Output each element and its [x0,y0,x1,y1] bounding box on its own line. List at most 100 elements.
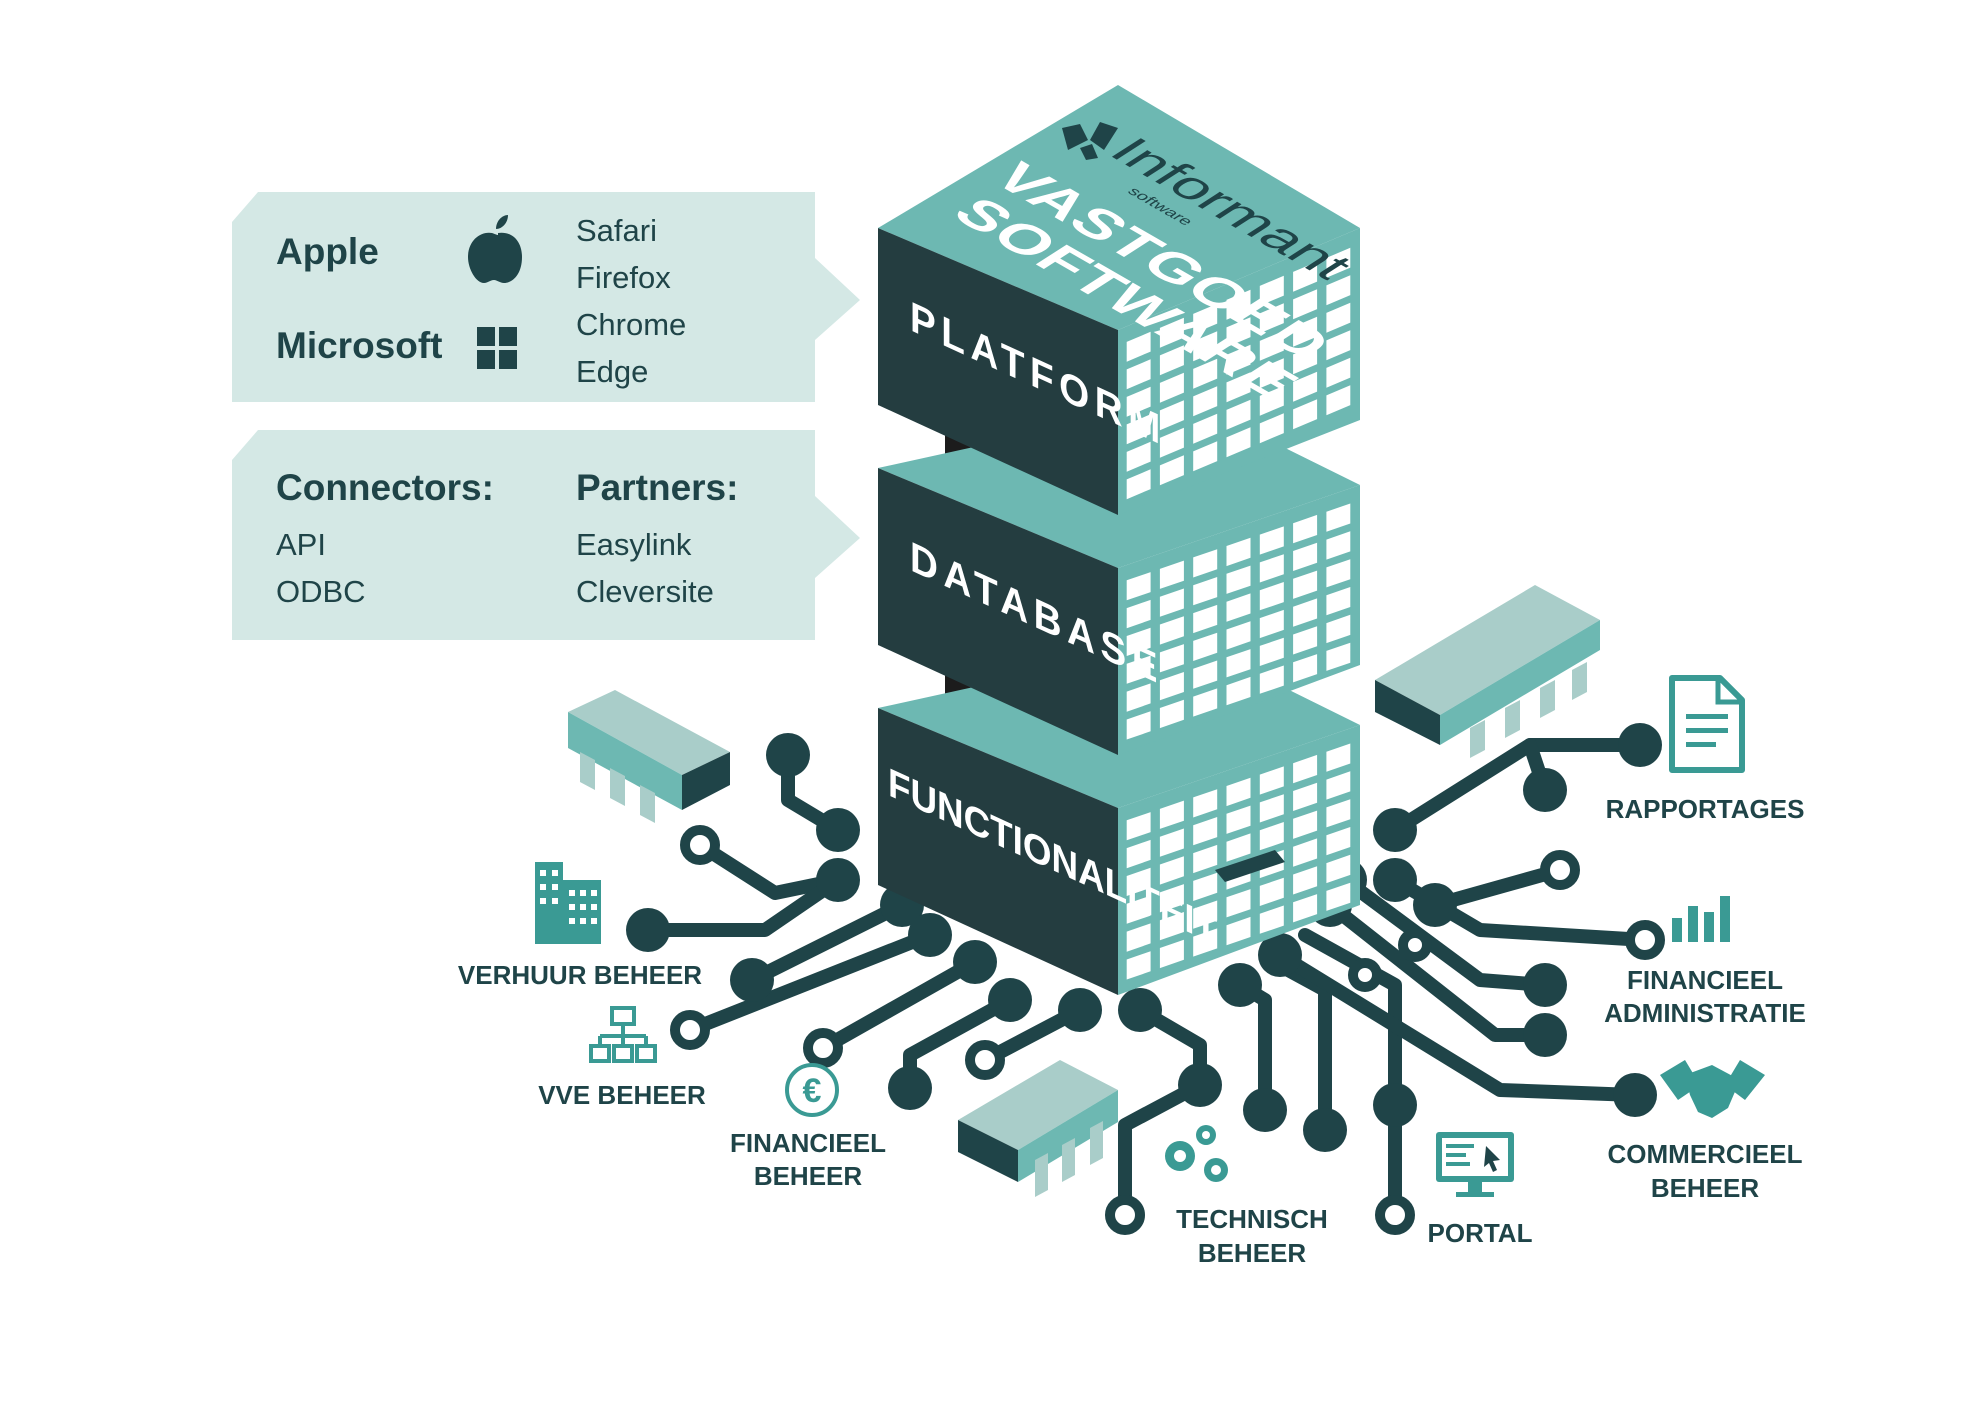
module-commercieel-line1: COMMERCIEEL [1608,1139,1803,1169]
software-tower: FUNCTIONALITEIT DATABASE PLATFORM Inform… [878,85,1366,995]
window-pane [1293,598,1318,627]
module-commercieel-beheer: COMMERCIEEL BEHEER [1608,1060,1803,1203]
window-pane [1159,644,1184,673]
module-financieel-beheer-line2: BEHEER [754,1161,863,1191]
window-pane [1193,577,1218,606]
window-pane [1259,554,1284,583]
window-pane [1193,604,1218,634]
window-pane [1193,632,1218,661]
bar-chart-icon [1672,896,1730,942]
window-pane [1159,588,1184,617]
document-icon [1669,675,1745,773]
window-pane [1326,385,1351,416]
os-microsoft-label: Microsoft [276,325,443,366]
window-pane [1259,275,1284,306]
building-icon [535,862,601,944]
window-pane [1126,469,1151,500]
window-pane [1259,877,1284,906]
window-pane [1159,828,1184,857]
org-chart-icon [589,1006,657,1063]
browser-chrome: Chrome [576,307,686,342]
window-pane [1126,386,1151,417]
window-pane [1193,386,1218,417]
windows-icon [477,327,517,369]
window-pane [1226,649,1251,678]
window-pane [1126,655,1151,684]
window-pane [1259,582,1284,611]
module-portal-label: PORTAL [1428,1218,1533,1248]
window-pane [1259,609,1284,639]
window-pane [1293,399,1318,430]
window-pane [1226,399,1251,430]
windows-grid-database [1126,503,1351,740]
window-pane [1159,939,1184,969]
window-pane [1126,711,1151,740]
window-pane [1293,626,1318,655]
window-pane [1159,912,1184,941]
module-verhuur-label: VERHUUR BEHEER [458,960,702,990]
window-pane [1259,413,1284,444]
window-pane [1293,810,1318,839]
partner-easylink: Easylink [576,527,692,562]
window-pane [1126,951,1151,980]
window-pane [1326,771,1351,800]
window-pane [1193,844,1218,874]
module-financieel-beheer-line1: FINANCIEEL [730,1128,886,1158]
window-pane [1259,637,1284,666]
window-pane [1126,627,1151,656]
module-rapportages: RAPPORTAGES [1606,675,1804,824]
chip-bottom [958,1060,1118,1197]
window-pane [1259,822,1284,851]
module-financieel-admin-line1: FINANCIEEL [1627,965,1783,995]
window-pane [1193,441,1218,472]
window-pane [1326,743,1351,772]
svg-text:€: € [803,1072,822,1110]
window-pane [1293,542,1318,571]
window-pane [1293,866,1318,895]
window-pane [1126,441,1151,472]
module-financieel-administratie: FINANCIEEL ADMINISTRATIE [1604,896,1806,1028]
window-pane [1326,531,1351,560]
block-platform: PLATFORM Informant software VASTGOED SOF… [878,85,1366,515]
handshake-icon [1660,1060,1765,1118]
window-pane [1159,672,1184,701]
module-verhuur-beheer: VERHUUR BEHEER [458,862,702,990]
window-pane [1126,839,1151,869]
window-pane [1259,358,1284,389]
window-pane [1159,699,1184,729]
window-pane [1226,427,1251,458]
apple-icon [468,215,522,283]
window-pane [1326,357,1351,388]
window-pane [1326,559,1351,588]
door [1215,850,1285,882]
window-pane [1326,614,1351,644]
window-pane [1259,665,1284,694]
window-pane [1226,565,1251,594]
chip-right [1375,585,1600,758]
window-pane [1226,916,1251,946]
window-pane [1326,587,1351,616]
euro-icon: € [785,1063,839,1117]
gears-icon [1165,1125,1228,1182]
window-pane [1259,526,1284,555]
window-pane [1193,817,1218,846]
window-pane [1226,289,1251,320]
window-pane [1126,895,1151,924]
window-pane [1259,905,1284,934]
window-pane [1293,654,1318,683]
window-pane [1326,302,1351,333]
module-vve-label: VVE BEHEER [538,1080,706,1110]
window-pane [1226,317,1251,348]
module-technisch-line2: BEHEER [1198,1238,1307,1268]
module-commercieel-line2: BEHEER [1651,1173,1760,1203]
browser-edge: Edge [576,354,648,389]
window-pane [1159,372,1184,403]
module-vve-beheer: VVE BEHEER [538,1006,706,1110]
window-pane [1126,572,1151,601]
window-pane [1193,331,1218,362]
window-pane [1193,413,1218,444]
window-pane [1159,884,1184,913]
window-pane [1293,894,1318,923]
module-portal: PORTAL [1428,1132,1533,1248]
